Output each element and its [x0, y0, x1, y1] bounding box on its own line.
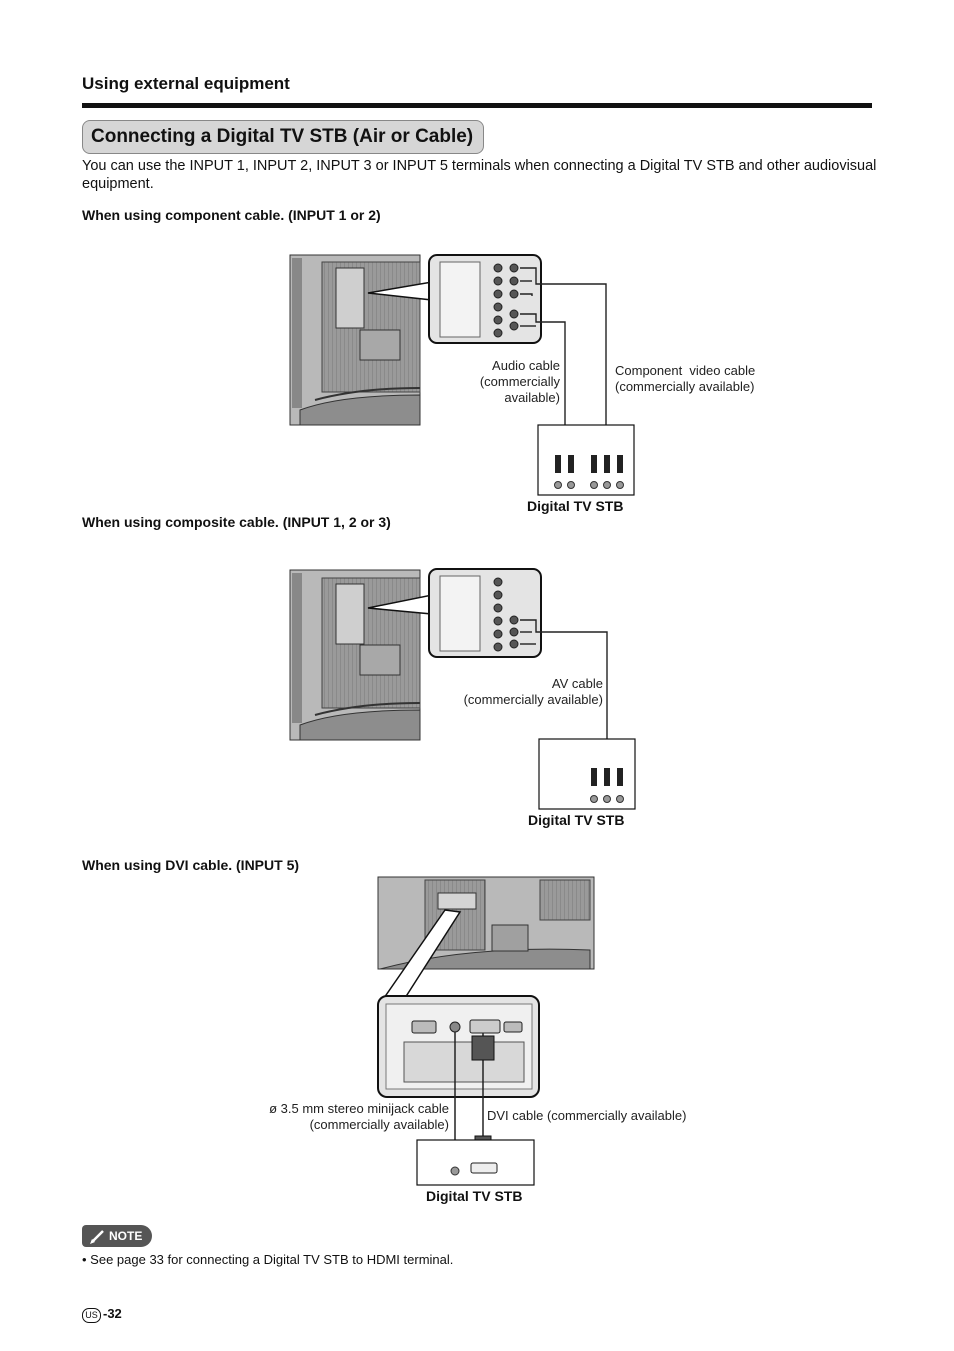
av-cable-caption: AV cable (commercially available) — [440, 676, 603, 708]
composite-heading: When using composite cable. (INPUT 1, 2 … — [82, 514, 391, 530]
page-title: Connecting a Digital TV STB (Air or Cabl… — [82, 120, 485, 154]
region-badge: US — [82, 1308, 101, 1323]
audio-cable-line-2: (commercially — [479, 374, 560, 389]
audio-cable-caption: Audio cable (commercially available) — [460, 358, 560, 406]
tv-rear-illustration-2 — [289, 569, 433, 741]
av-cable-line-2: (commercially available) — [463, 692, 603, 707]
stb-box-3 — [416, 1139, 535, 1186]
intro-paragraph: You can use the INPUT 1, INPUT 2, INPUT … — [82, 158, 877, 192]
stb-label-1: Digital TV STB — [527, 498, 624, 514]
stb-label-3: Digital TV STB — [426, 1188, 523, 1204]
page-number: -32 — [103, 1306, 122, 1321]
note-badge: NOTE — [82, 1225, 152, 1247]
av-cable-line-1: AV cable — [551, 676, 603, 691]
pencil-icon — [90, 1230, 104, 1244]
minijack-line-2: (commercially available) — [309, 1117, 449, 1132]
stb-box-2 — [538, 738, 636, 810]
component-cable-caption: Component video cable (commercially avai… — [615, 363, 755, 395]
dvi-heading: When using DVI cable. (INPUT 5) — [82, 857, 300, 873]
stb-box-1 — [537, 424, 635, 496]
dvi-cable-caption: DVI cable (commercially available) — [487, 1108, 687, 1123]
section-label: Using external equipment — [82, 74, 290, 93]
note-label: NOTE — [109, 1229, 143, 1243]
audio-cable-line-1: Audio cable — [492, 358, 560, 373]
input-panel-zoom-2 — [428, 568, 542, 658]
tv-rear-illustration-3 — [377, 876, 595, 999]
minijack-cable-caption: ø 3.5 mm stereo minijack cable (commerci… — [230, 1101, 449, 1133]
minijack-line-1: ø 3.5 mm stereo minijack cable — [269, 1101, 449, 1116]
component-cable-line-2: (commercially available) — [615, 379, 755, 394]
audio-cable-line-3: available) — [504, 390, 560, 405]
note-item: • See page 33 for connecting a Digital T… — [82, 1252, 454, 1267]
tv-rear-illustration-1 — [289, 254, 433, 426]
component-heading: When using component cable. (INPUT 1 or … — [82, 207, 381, 223]
component-cable-line-1: Component video cable — [615, 363, 756, 378]
input5-panel-zoom — [377, 995, 540, 1098]
stb-label-2: Digital TV STB — [528, 812, 625, 828]
input-panel-zoom-1 — [428, 254, 542, 344]
page-footer: US-32 — [82, 1306, 122, 1323]
header-rule — [82, 103, 872, 108]
